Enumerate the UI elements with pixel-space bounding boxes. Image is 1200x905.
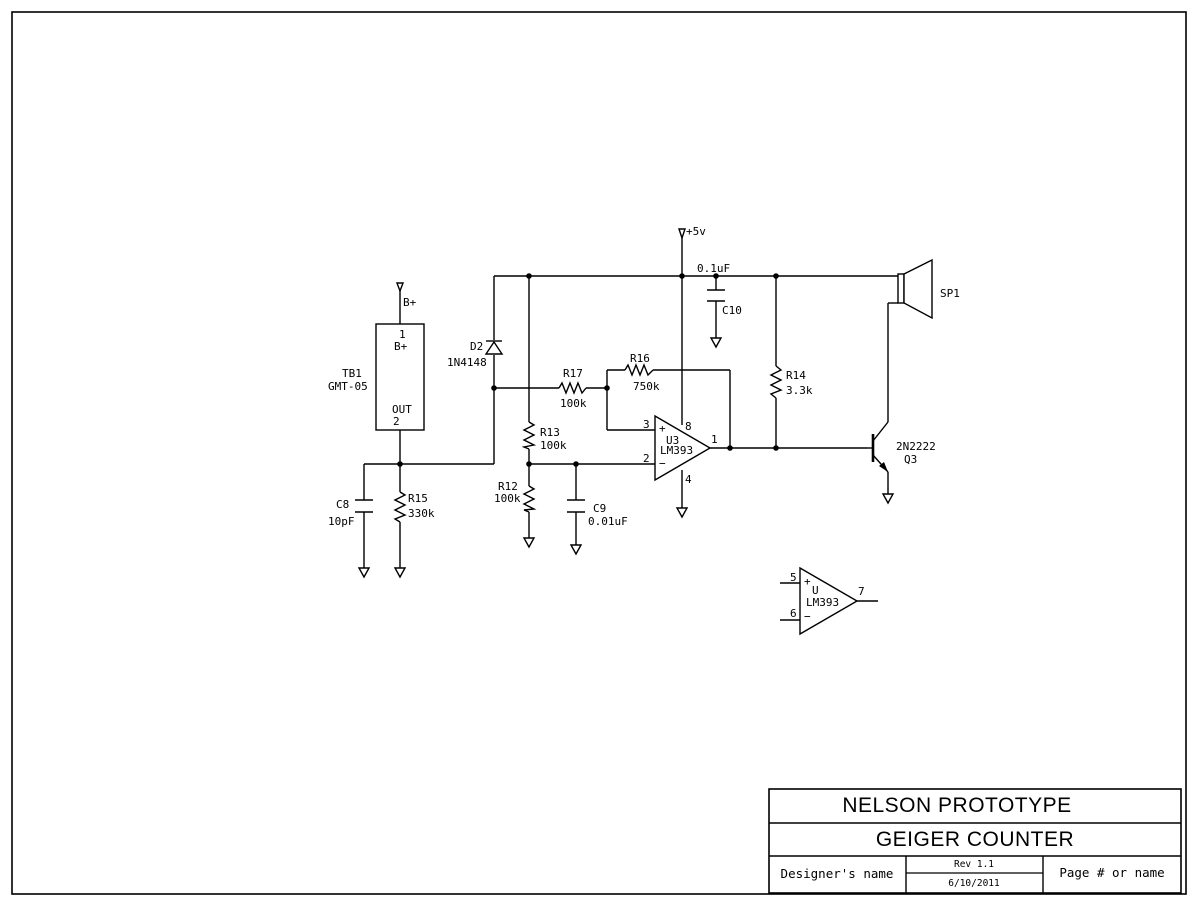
r17-component: R17 100k bbox=[558, 367, 587, 410]
tb1-pin1-name: B+ bbox=[394, 340, 408, 353]
u3-plus-sign: + bbox=[659, 422, 666, 435]
company-name: NELSON PROTOTYPE bbox=[842, 794, 1071, 817]
r12-component: R12 100k bbox=[494, 480, 537, 513]
tb1-pin1: 1 bbox=[399, 328, 406, 341]
r14-value: 3.3k bbox=[786, 384, 813, 397]
tb1-pin2: 2 bbox=[393, 415, 400, 428]
r15-component: R15 330k bbox=[393, 491, 435, 523]
wires bbox=[363, 238, 902, 621]
sheet-border bbox=[11, 11, 1187, 895]
u3-pin-plus: 3 bbox=[643, 418, 650, 431]
r16-ref: R16 bbox=[630, 352, 650, 365]
r13-value: 100k bbox=[540, 439, 567, 452]
revision-date: 6/10/2011 bbox=[948, 878, 1000, 889]
u-comparator-b: 5 6 + − U LM393 7 bbox=[790, 566, 865, 636]
d2-ref: D2 bbox=[470, 340, 483, 353]
r17-ref: R17 bbox=[563, 367, 583, 380]
ub-minus-sign: − bbox=[804, 610, 811, 623]
u3-ref: U3 bbox=[666, 434, 679, 447]
vcc-symbol: +5v bbox=[678, 225, 706, 241]
ground-symbols bbox=[357, 337, 895, 579]
r13-component: R13 100k bbox=[521, 421, 567, 452]
c9-component: C9 0.01uF bbox=[567, 499, 628, 528]
designer-name: Designer's name bbox=[781, 866, 894, 881]
title-block: NELSON PROTOTYPE GEIGER COUNTER Designer… bbox=[768, 788, 1182, 894]
u3-minus-sign: − bbox=[659, 457, 666, 470]
ub-pin-out: 7 bbox=[858, 585, 865, 598]
r17-value: 100k bbox=[560, 397, 587, 410]
tb1-component: 1 B+ OUT 2 TB1 GMT-05 bbox=[328, 323, 425, 431]
c8-component: C8 10pF bbox=[328, 498, 373, 528]
u3-comparator: 3 2 + − U3 LM393 8 4 1 bbox=[643, 414, 718, 486]
c10-value: 0.1uF bbox=[697, 262, 730, 275]
ub-pin-minus: 6 bbox=[790, 607, 797, 620]
d2-part: 1N4148 bbox=[447, 356, 487, 369]
sp1-speaker: SP1 bbox=[888, 258, 960, 320]
u3-pin-out: 1 bbox=[711, 433, 718, 446]
u3-pin-vcc: 8 bbox=[685, 420, 692, 433]
ub-part: LM393 bbox=[806, 596, 839, 609]
c9-ref: C9 bbox=[593, 502, 606, 515]
r16-value: 750k bbox=[633, 380, 660, 393]
tb1-ref: TB1 bbox=[342, 367, 362, 380]
c8-ref: C8 bbox=[336, 498, 349, 511]
u3-pin-minus: 2 bbox=[643, 452, 650, 465]
bplus-label: B+ bbox=[403, 296, 417, 309]
r16-component: R16 750k bbox=[624, 352, 660, 393]
ub-ref: U bbox=[812, 584, 819, 597]
junction-dots bbox=[397, 273, 779, 467]
q3-part: 2N2222 bbox=[896, 440, 936, 453]
tb1-pin2-name: OUT bbox=[392, 403, 412, 416]
c8-value: 10pF bbox=[328, 515, 355, 528]
tb1-part: GMT-05 bbox=[328, 380, 368, 393]
q3-ref: Q3 bbox=[904, 453, 917, 466]
u3-pin-gnd: 4 bbox=[685, 473, 692, 486]
q3-transistor: 2N2222 Q3 bbox=[867, 421, 936, 473]
drawing-title: GEIGER COUNTER bbox=[876, 828, 1074, 851]
u3-part: LM393 bbox=[660, 444, 693, 457]
ub-pin-plus: 5 bbox=[790, 571, 797, 584]
sp1-ref: SP1 bbox=[940, 287, 960, 300]
c10-ref: C10 bbox=[722, 304, 742, 317]
d2-component: D2 1N4148 bbox=[447, 340, 504, 369]
bplus-symbol: B+ bbox=[395, 282, 417, 309]
page-name: Page # or name bbox=[1059, 865, 1164, 880]
revision: Rev 1.1 bbox=[954, 859, 994, 870]
r12-value: 100k bbox=[494, 492, 521, 505]
r12-ref: R12 bbox=[498, 480, 518, 493]
c9-value: 0.01uF bbox=[588, 515, 628, 528]
ub-plus-sign: + bbox=[804, 575, 811, 588]
vcc-label: +5v bbox=[686, 225, 706, 238]
r14-ref: R14 bbox=[786, 369, 806, 382]
c10-component: 0.1uF C10 bbox=[697, 262, 742, 317]
r15-ref: R15 bbox=[408, 492, 428, 505]
r14-component: R14 3.3k bbox=[769, 365, 813, 399]
r15-value: 330k bbox=[408, 507, 435, 520]
r13-ref: R13 bbox=[540, 426, 560, 439]
